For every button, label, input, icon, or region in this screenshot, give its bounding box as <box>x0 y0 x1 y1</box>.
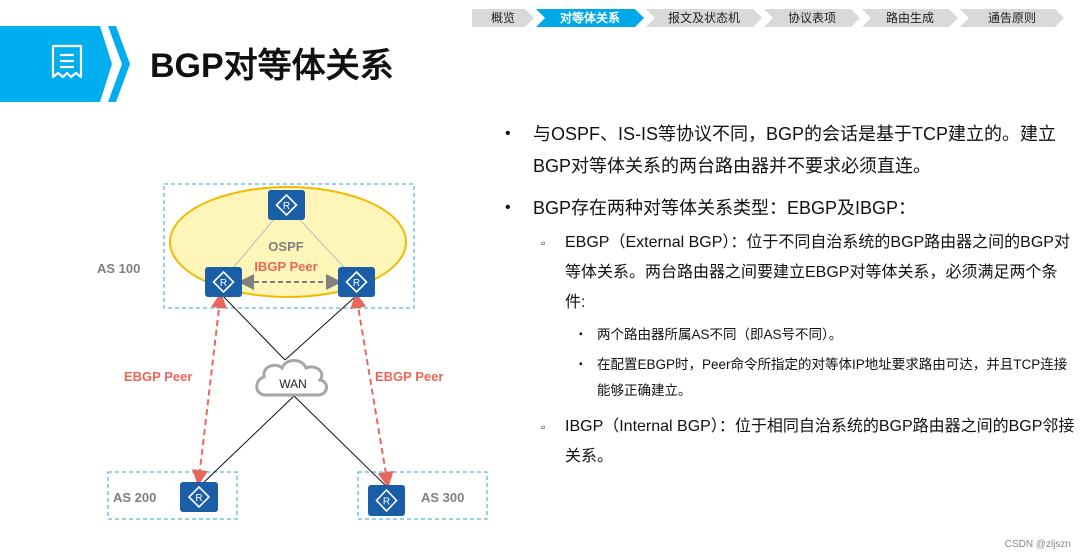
nav-label: 报文及状态机 <box>667 11 740 25</box>
ospf-label: OSPF <box>268 239 303 254</box>
nav-item-advertisement-rules[interactable]: 通告原则 <box>960 9 1064 27</box>
bullet-text: IBGP（Internal BGP）：位于相同自治系统的BGP路由器之间的BGP… <box>565 418 1075 465</box>
nav-label: 概览 <box>490 11 515 25</box>
as200-label: AS 200 <box>113 490 156 505</box>
router-top[interactable]: R <box>268 190 305 220</box>
nav-label: 对等体关系 <box>559 11 620 25</box>
content-text: • 与OSPF、IS-IS等协议不同，BGP的会话是基于TCP建立的。建立BGP… <box>505 118 1075 476</box>
nav-label: 通告原则 <box>987 11 1036 25</box>
router-right[interactable]: R <box>338 267 375 297</box>
section-nav: 概览 对等体关系 报文及状态机 协议表项 路由生成 通告原则 <box>472 9 1066 27</box>
wan-label: WAN <box>279 377 307 391</box>
nav-label: 协议表项 <box>787 11 836 25</box>
router-glyph: R <box>353 278 360 289</box>
router-glyph: R <box>283 201 290 212</box>
router-glyph: R <box>195 493 202 504</box>
router-glyph: R <box>220 278 227 289</box>
nav-item-protocol-tables[interactable]: 协议表项 <box>764 9 860 27</box>
wan-cloud-icon <box>255 359 328 397</box>
bullet-condition-2: ▪ 在配置EBGP时，Peer命令所指定的对等体IP地址要求路由可达，并且TCP… <box>505 352 1075 404</box>
as100-label: AS 100 <box>97 261 140 276</box>
nav-item-messages-fsm[interactable]: 报文及状态机 <box>646 9 762 27</box>
bullet-dot: • <box>505 125 511 142</box>
bullet-condition-1: ▪ 两个路由器所属AS不同（即AS号不同）。 <box>505 322 1075 348</box>
router-as300[interactable]: R <box>368 485 405 516</box>
router-left[interactable]: R <box>205 267 242 297</box>
page-title: BGP对等体关系 <box>150 47 394 85</box>
ebgp-peer-arrow-left <box>191 292 228 486</box>
bullet-text: EBGP（External BGP）：位于不同自治系统的BGP路由器之间的BGP… <box>565 234 1070 311</box>
nav-item-route-generation[interactable]: 路由生成 <box>862 9 958 27</box>
bullet-text: 两个路由器所属AS不同（即AS号不同）。 <box>597 327 843 342</box>
bullet-ebgp: ▫ EBGP（External BGP）：位于不同自治系统的BGP路由器之间的B… <box>505 228 1075 318</box>
link-right-wan <box>284 295 357 361</box>
as300-label: AS 300 <box>421 490 464 505</box>
link-wan-as200 <box>199 395 295 487</box>
link-left-wan <box>222 295 286 361</box>
ebgp-peer-arrow-right <box>350 292 394 488</box>
ibgp-peer-label: IBGP Peer <box>254 259 317 274</box>
header-band <box>0 26 112 102</box>
nav-item-overview[interactable]: 概览 <box>472 9 534 27</box>
bullet-text: BGP存在两种对等体关系类型：EBGP及IBGP： <box>533 198 917 218</box>
bullet-hollow-square: ▫ <box>541 420 546 434</box>
bgp-topology-diagram: WAN R R R R R OSPF IBGP Peer AS 100 AS 2… <box>97 183 488 520</box>
nav-item-peer-relationship[interactable]: 对等体关系 <box>536 9 644 27</box>
bullet-dot: • <box>505 199 511 216</box>
bullet-hollow-square: ▫ <box>541 236 546 250</box>
ebgp-peer-label-left: EBGP Peer <box>124 369 192 384</box>
bullet-peer-types: • BGP存在两种对等体关系类型：EBGP及IBGP： <box>505 192 1075 224</box>
document-icon <box>51 44 83 79</box>
bullet-square: ▪ <box>579 329 583 340</box>
router-as200[interactable]: R <box>180 482 218 512</box>
ebgp-peer-label-right: EBGP Peer <box>375 369 443 384</box>
nav-label: 路由生成 <box>885 11 934 25</box>
bullet-text: 在配置EBGP时，Peer命令所指定的对等体IP地址要求路由可达，并且TCP连接… <box>597 357 1068 398</box>
bullet-text: 与OSPF、IS-IS等协议不同，BGP的会话是基于TCP建立的。建立BGP对等… <box>533 124 1057 176</box>
watermark: CSDN @zljszn <box>1004 539 1071 550</box>
as100-boundary <box>163 183 415 309</box>
bullet-ibgp: ▫ IBGP（Internal BGP）：位于相同自治系统的BGP路由器之间的B… <box>505 412 1075 472</box>
bullet-square: ▪ <box>579 359 583 370</box>
as200-boundary <box>107 471 238 520</box>
as300-boundary <box>357 471 488 520</box>
bullet-tcp-session: • 与OSPF、IS-IS等协议不同，BGP的会话是基于TCP建立的。建立BGP… <box>505 118 1075 182</box>
link-wan-as300 <box>293 395 387 487</box>
router-glyph: R <box>383 497 390 508</box>
